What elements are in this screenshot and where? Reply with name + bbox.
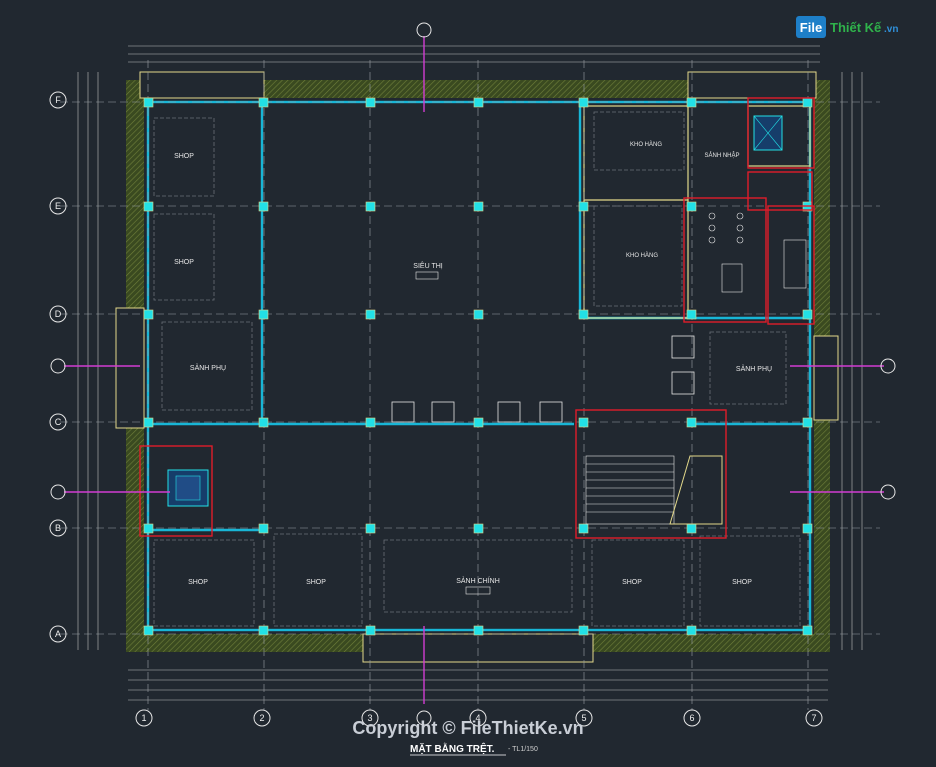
brand-logo: File Thiết Kế .vn [796, 16, 898, 38]
sieu-thi-level-tag [415, 271, 439, 280]
room-sanh-chinh: SẢNH CHÍNH [456, 576, 500, 585]
booth-units [391, 335, 695, 423]
column-bubbles [135, 709, 823, 727]
row-label-d: D [55, 309, 62, 319]
canopy-top-left [139, 71, 265, 99]
col-label-2: 2 [259, 713, 264, 723]
room-outlines [153, 111, 801, 627]
elevator-right [753, 115, 783, 151]
room-shop-1: SHOP [174, 153, 194, 160]
room-shop-a2: SHOP [306, 579, 326, 586]
logo-vn: .vn [884, 24, 898, 35]
escalator [669, 455, 723, 525]
room-kho-hang-2: KHO HÀNG [626, 252, 658, 259]
section-marker-symbols [50, 22, 896, 726]
col-label-3: 3 [367, 713, 372, 723]
room-shop-a1: SHOP [188, 579, 208, 586]
col-label-6: 6 [689, 713, 694, 723]
room-sanh-nhap: SẢNH NHẬP [704, 152, 739, 159]
toilet-fixtures [708, 212, 807, 293]
red-highlight-boxes [139, 97, 815, 539]
row-label-a: A [55, 629, 61, 639]
col-label-7: 7 [811, 713, 816, 723]
room-kho-hang-1: KHO HÀNG [630, 141, 662, 148]
main-staircase [585, 455, 675, 525]
col-label-1: 1 [141, 713, 146, 723]
col-label-4: 4 [475, 713, 480, 723]
room-sieu-thi: SIÊU THỊ [413, 261, 442, 270]
row-label-e: E [55, 201, 61, 211]
row-label-f: F [55, 95, 61, 105]
logo-file: File [800, 20, 822, 35]
grid-lines [60, 60, 880, 710]
room-shop-a4: SHOP [732, 579, 752, 586]
floor-area [144, 98, 814, 634]
room-shop-2: SHOP [174, 259, 194, 266]
logo-thiet-ke: Thiết Kế [830, 20, 882, 35]
sanh-chinh-level-tag [465, 586, 491, 595]
room-shop-a3: SHOP [622, 579, 642, 586]
right-dimension-lines [841, 72, 863, 650]
row-bubbles [49, 91, 67, 643]
top-dimension-lines [128, 45, 820, 63]
row-label-c: C [55, 417, 62, 427]
left-dimension-lines [77, 72, 99, 650]
room-sanh-phu-left: SẢNH PHỤ [190, 363, 226, 372]
canopy-left [115, 307, 145, 429]
canopy-right [813, 335, 839, 421]
drawing-scale: - TL1/150 [508, 746, 538, 753]
section-markers [64, 36, 884, 704]
drawing-title: MẶT BẰNG TRỆT. [410, 742, 495, 755]
copyright-watermark: Copyright © FileThietKe.vn [352, 718, 583, 738]
row-label-b: B [55, 523, 61, 533]
col-label-5: 5 [581, 713, 586, 723]
elevator-left [167, 469, 209, 507]
canopy-top-right [687, 71, 817, 99]
room-sanh-phu-right: SẢNH PHỤ [736, 364, 772, 373]
